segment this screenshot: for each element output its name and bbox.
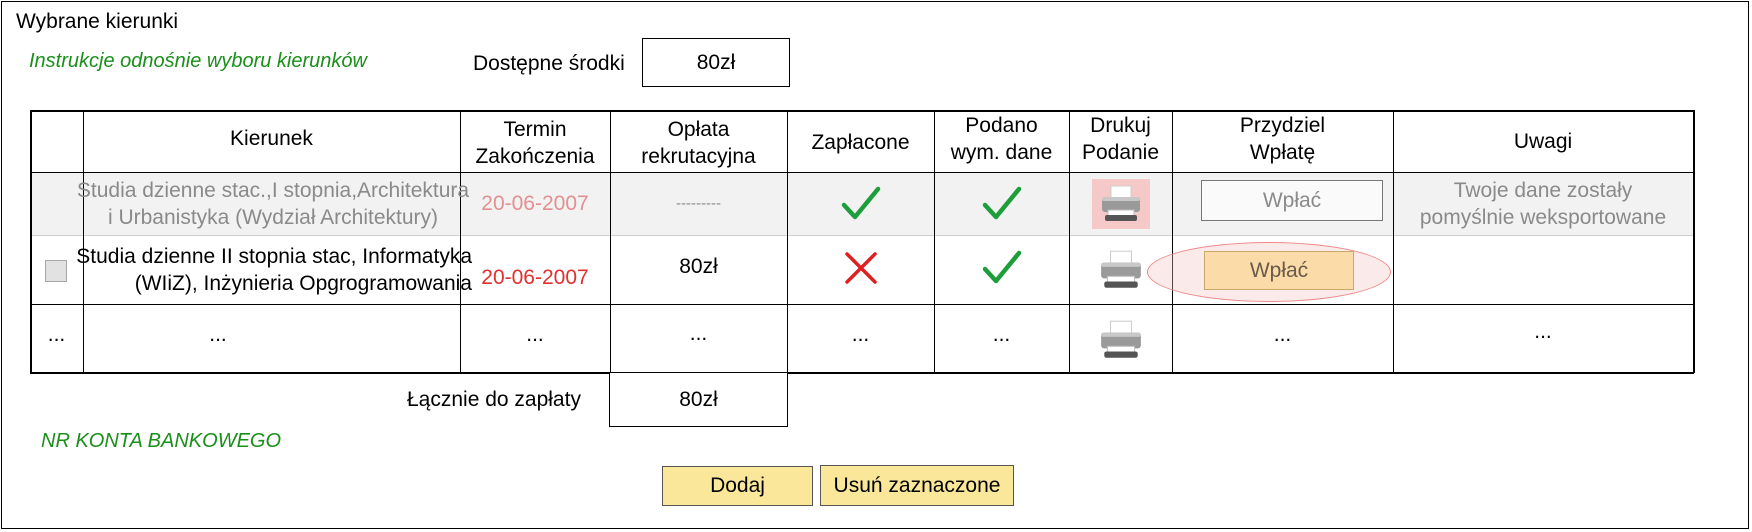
row-3-kierunek: ... bbox=[209, 322, 227, 346]
row-2-kierunek: Studia dzienne II stopnia stac, Informat… bbox=[70, 236, 476, 304]
print-button-row-3[interactable] bbox=[1069, 308, 1172, 372]
row-3-termin: ... bbox=[526, 322, 544, 346]
bank-account-link[interactable]: NR KONTA BANKOWEGO bbox=[41, 430, 282, 452]
col-line-9 bbox=[1693, 110, 1695, 373]
header-drukuj-line-1: Drukuj bbox=[1090, 114, 1151, 137]
row-2-kierunek-line-2: (WIiZ), Inżynieria Opgrogramowania bbox=[134, 272, 472, 295]
row-3-podano: ... bbox=[992, 322, 1011, 346]
add-button[interactable]: Dodaj bbox=[662, 466, 813, 506]
row-1-uwagi: Twoje dane zostały pomyślnie weksportowa… bbox=[1393, 172, 1693, 235]
row-1-termin: 20-06-2007 bbox=[481, 192, 589, 215]
cross-icon bbox=[787, 236, 934, 300]
header-drukuj-line-2: Podanie bbox=[1081, 141, 1160, 164]
row-1-oplata: --------- bbox=[676, 195, 721, 212]
total-label: Łącznie do zapłaty bbox=[407, 388, 581, 411]
print-button-row-1[interactable] bbox=[1069, 172, 1172, 235]
row-1-kierunek: Studia dzienne stac.,I stopnia,Architekt… bbox=[68, 172, 478, 235]
row-1-uwagi-line-1: Twoje dane zostały bbox=[1453, 178, 1633, 202]
pay-button-row-2[interactable]: Wpłać bbox=[1204, 251, 1354, 290]
row-1-uwagi-line-2: pomyślnie weksportowane bbox=[1419, 205, 1667, 229]
header-kierunek: Kierunek bbox=[230, 126, 313, 150]
printer-icon bbox=[1091, 178, 1150, 229]
col-line-5 bbox=[934, 110, 935, 373]
col-line-4 bbox=[787, 110, 788, 373]
header-podano-line-1: Podano bbox=[965, 114, 1038, 137]
col-line-8 bbox=[1393, 110, 1394, 373]
row-divider-1 bbox=[30, 235, 1694, 236]
row-1-kierunek-line-2: i Urbanistyka (Wydział Architektury) bbox=[107, 205, 439, 229]
row-3-select: ... bbox=[47, 322, 66, 346]
selected-courses-table: Kierunek Termin Zakończenia Opłata rekru… bbox=[30, 110, 1695, 374]
col-line-2 bbox=[460, 110, 461, 373]
header-podano-line-2: wym. dane bbox=[950, 141, 1053, 164]
header-drukuj: Drukuj Podanie bbox=[1069, 110, 1172, 168]
header-podano: Podano wym. dane bbox=[934, 110, 1069, 168]
header-termin-line-1: Termin bbox=[503, 118, 567, 141]
row-2-termin: 20-06-2007 bbox=[481, 265, 589, 289]
col-line-1 bbox=[83, 110, 84, 373]
table-bottom-border bbox=[30, 372, 1694, 374]
section-title: Wybrane kierunki bbox=[16, 10, 179, 33]
col-line-7 bbox=[1172, 110, 1173, 373]
row-1-kierunek-line-1: Studia dzienne stac.,I stopnia,Architekt… bbox=[76, 178, 470, 202]
col-line-0 bbox=[30, 110, 32, 373]
row-1-background bbox=[30, 172, 1694, 235]
row-divider-2 bbox=[30, 304, 1694, 305]
header-divider bbox=[30, 172, 1694, 173]
header-oplata-line-2: rekrutacyjna bbox=[641, 145, 756, 168]
col-line-6 bbox=[1069, 110, 1070, 373]
header-termin: Termin Zakończenia bbox=[460, 114, 610, 172]
table-top-border bbox=[30, 110, 1694, 112]
row-2-oplata: 80zł bbox=[679, 254, 718, 278]
pay-button-row-1[interactable]: Wpłać bbox=[1201, 180, 1383, 221]
printer-icon bbox=[1100, 320, 1141, 358]
row-3-przydziel: ... bbox=[1273, 322, 1292, 346]
print-button-row-2[interactable] bbox=[1069, 236, 1172, 304]
checkmark-icon bbox=[934, 172, 1069, 235]
row-2-select-checkbox[interactable] bbox=[45, 260, 67, 282]
header-przydziel-line-1: Przydziel bbox=[1239, 114, 1326, 137]
header-przydziel: Przydziel Wpłatę bbox=[1172, 110, 1393, 168]
header-przydziel-line-2: Wpłatę bbox=[1249, 141, 1316, 164]
header-termin-line-2: Zakończenia bbox=[475, 145, 595, 168]
remove-selected-button[interactable]: Usuń zaznaczone bbox=[820, 465, 1014, 506]
instructions-link[interactable]: Instrukcje odnośnie wyboru kierunków bbox=[29, 50, 367, 72]
funds-value-box: 80zł bbox=[642, 38, 790, 87]
row-2-kierunek-line-1: Studia dzienne II stopnia stac, Informat… bbox=[76, 245, 472, 268]
header-uwagi: Uwagi bbox=[1513, 129, 1573, 153]
checkmark-icon bbox=[934, 236, 1069, 300]
header-zaplacone: Zapłacone bbox=[811, 130, 910, 154]
col-line-3 bbox=[610, 110, 611, 373]
total-value-box: 80zł bbox=[609, 373, 788, 427]
printer-icon bbox=[1100, 250, 1141, 288]
header-oplata-line-1: Opłata bbox=[667, 118, 730, 141]
row-3-zaplacone: ... bbox=[851, 322, 870, 346]
funds-label: Dostępne środki bbox=[473, 52, 625, 75]
checkmark-icon bbox=[787, 172, 934, 235]
row-3-oplata: ... bbox=[689, 321, 708, 345]
row-2-uwagi bbox=[1393, 236, 1693, 304]
row-3-uwagi: ... bbox=[1534, 319, 1552, 343]
header-oplata: Opłata rekrutacyjna bbox=[610, 114, 787, 172]
